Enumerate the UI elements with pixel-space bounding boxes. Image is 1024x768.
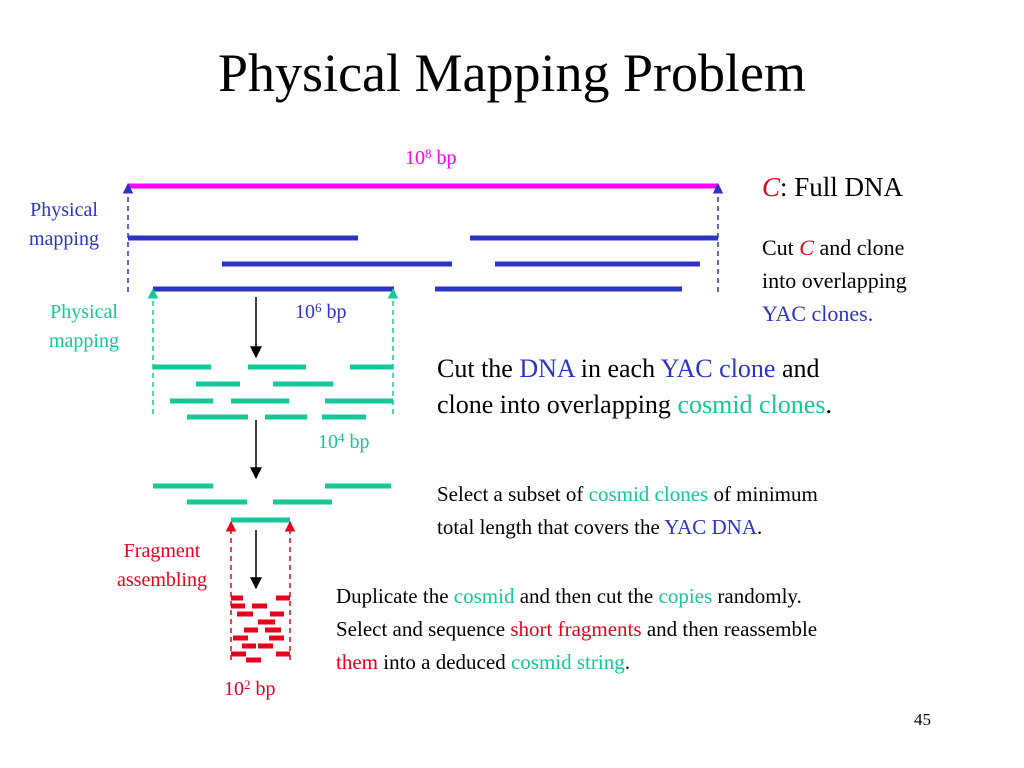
fragment-assembling-label: Fragment assembling (117, 540, 207, 591)
physical-mapping-label-1: Physical mapping (29, 199, 99, 250)
duplicate-step-text: Duplicate the cosmid and then cut the co… (336, 584, 818, 674)
cosmid-clones (153, 364, 393, 420)
slide-number: 45 (914, 710, 931, 729)
full-dna-caption: C: Full DNA (762, 172, 904, 202)
short-fragments (231, 595, 290, 663)
yac-clones (128, 235, 718, 292)
page-title: Physical Mapping Problem (218, 43, 806, 103)
selected-cosmids (153, 483, 391, 523)
yac-step-text: Cut C and clone into overlapping YAC clo… (762, 235, 907, 326)
size-label-yac: 106 bp (295, 300, 347, 323)
size-label-full: 108 bp (405, 146, 457, 169)
cosmid-step-text: Cut the DNA in each YAC clone and clone … (437, 354, 832, 419)
size-label-fragment: 102 bp (224, 677, 276, 700)
size-label-cosmid: 104 bp (318, 430, 370, 453)
physical-mapping-label-2: Physical mapping (49, 301, 119, 352)
select-step-text: Select a subset of cosmid clones of mini… (437, 482, 818, 539)
